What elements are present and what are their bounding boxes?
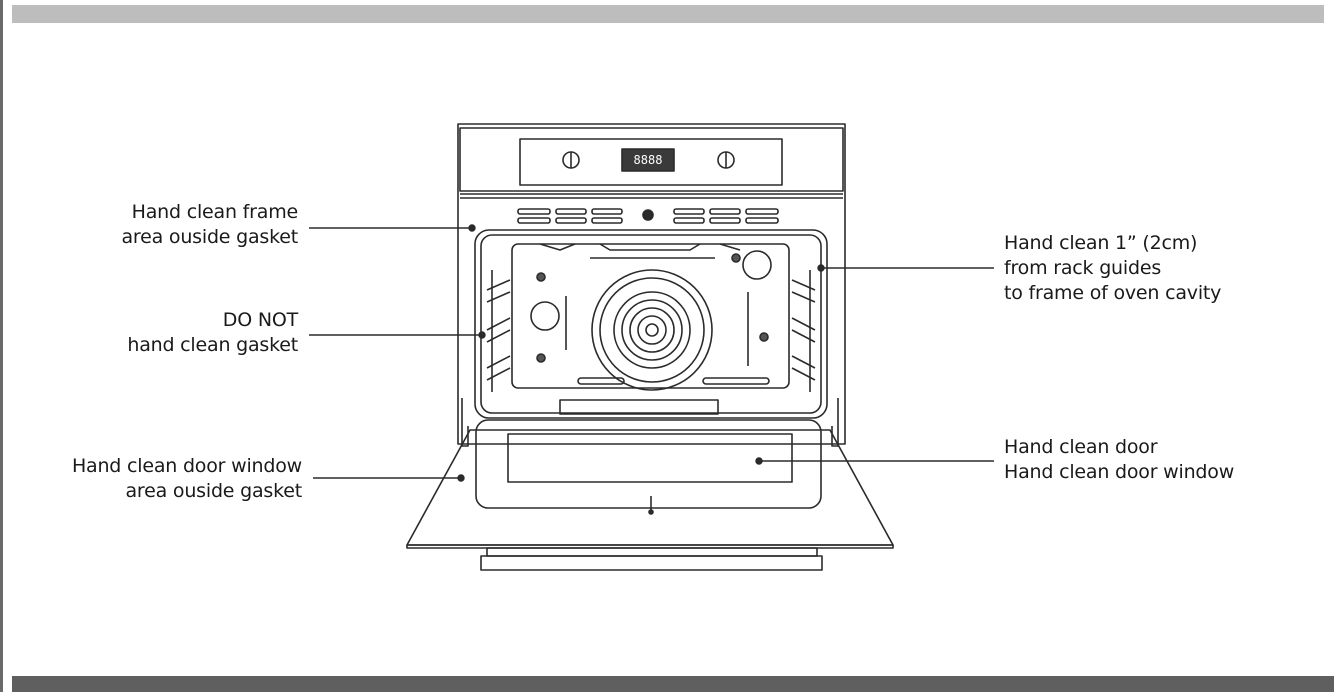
footer-bar — [12, 676, 1334, 692]
left-rack-guides — [486, 270, 511, 392]
control-panel-inset — [519, 138, 783, 186]
callout-door-window-area: Hand clean door window area ouside gaske… — [71, 455, 302, 502]
right-knob-icon — [717, 151, 735, 169]
page-left-border — [0, 0, 3, 692]
left-hinge — [461, 398, 469, 447]
top-heating-element — [539, 243, 741, 251]
header-bar — [12, 5, 1324, 23]
gasket — [474, 229, 828, 419]
left-knob-icon — [562, 151, 580, 169]
display-readout: 8888 — [634, 153, 663, 167]
callout-door: Hand clean door Hand clean door window — [1004, 436, 1235, 483]
control-panel — [459, 127, 844, 192]
callout-frame: Hand clean frame area ouside gasket — [121, 201, 298, 248]
storage-drawer — [480, 555, 823, 571]
callout-gasket: DO NOT hand clean gasket — [127, 309, 298, 356]
oven-door — [406, 429, 894, 546]
right-oven-light — [742, 250, 772, 280]
door-latch-icon — [642, 209, 654, 221]
vent-slots — [517, 208, 779, 224]
right-hinge — [831, 398, 839, 447]
convection-fan-icon — [591, 269, 713, 391]
right-rack-guides — [791, 270, 816, 392]
oven-body — [457, 123, 846, 445]
callout-rack-guides: Hand clean 1” (2cm) from rack guides to … — [1004, 232, 1222, 304]
left-oven-light — [530, 301, 560, 331]
door-window — [507, 433, 793, 483]
cavity-back-wall — [511, 243, 790, 389]
door-window-gasket — [475, 419, 822, 509]
display-screen — [621, 148, 675, 172]
